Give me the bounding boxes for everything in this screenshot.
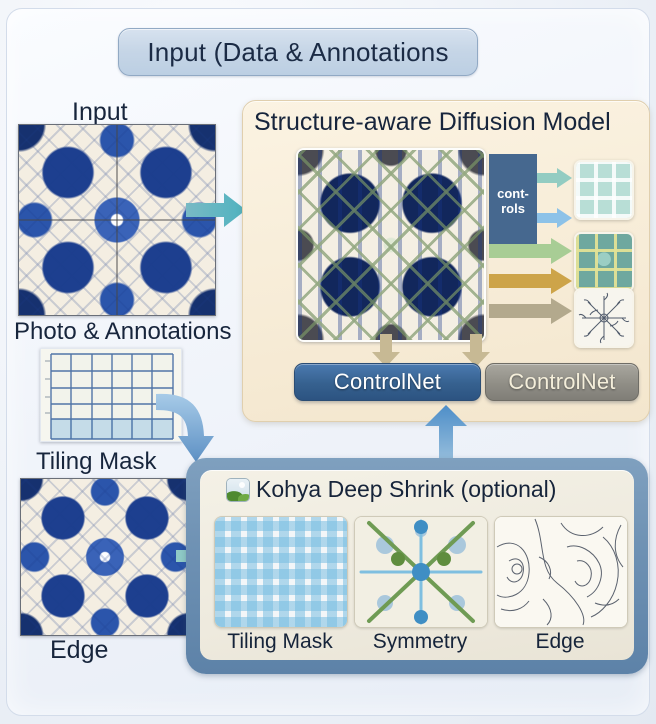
input-image [18, 124, 216, 316]
snowflake-sketch-icon [578, 292, 630, 344]
page-title-text: Input (Data & Annotations [147, 36, 449, 67]
edge-map-graphic [495, 517, 627, 627]
arrow-control-mint [537, 168, 573, 188]
image-thumbnail-icon [226, 477, 250, 502]
kohya-title-row: Kohya Deep Shrink (optional) [226, 476, 556, 503]
kohya-panel-title: Kohya Deep Shrink (optional) [256, 476, 557, 502]
edge-source-image [20, 478, 190, 636]
kohya-tiling-mask-label: Tiling Mask [227, 630, 333, 653]
kohya-symmetry-thumbnail [354, 516, 488, 628]
edge-label: Edge [50, 636, 109, 664]
kohya-edge-label: Edge [535, 630, 585, 653]
controlnet-secondary-label: ControlNet [508, 369, 616, 394]
control-output-teal-grid [574, 232, 634, 292]
arrow-model-to-controlnet-right [461, 334, 491, 368]
controls-label-line-1: cont- [497, 186, 529, 202]
photo-annotations-label: Photo & Annotations [14, 318, 232, 345]
arrow-control-lightblue [537, 208, 573, 228]
controls-label-line-2: rols [501, 201, 525, 216]
diffusion-panel-title: Structure-aware Diffusion Model [254, 108, 611, 136]
kohya-tiling-mask-thumbnail [214, 516, 348, 628]
arrow-model-to-controlnet-left [371, 334, 401, 368]
arrow-control-green [489, 238, 573, 264]
symmetry-diagram-graphic [355, 517, 487, 627]
arrow-input-to-model [186, 190, 248, 230]
diffusion-hero-image [296, 148, 486, 342]
arrow-kohya-to-controlnet [422, 404, 470, 466]
control-output-sketch-symmetry [574, 288, 634, 348]
kohya-edge-thumbnail [494, 516, 628, 628]
arrow-control-taupe [489, 298, 573, 324]
tiling-mask-label: Tiling Mask [36, 448, 157, 475]
kohya-symmetry-label: Symmetry [372, 630, 468, 653]
arrow-control-gold [489, 268, 573, 294]
control-output-mint-grid [574, 160, 634, 220]
input-label: Input [72, 98, 128, 126]
controlnet-primary-button[interactable]: ControlNet [294, 363, 481, 401]
controlnet-primary-label: ControlNet [333, 369, 442, 394]
page-title: Input (Data & Annotations [118, 28, 478, 76]
controls-label-box: cont- rols [489, 154, 537, 250]
controlnet-secondary-button[interactable]: ControlNet [485, 363, 639, 401]
arrow-mask-to-kohya [148, 388, 228, 472]
